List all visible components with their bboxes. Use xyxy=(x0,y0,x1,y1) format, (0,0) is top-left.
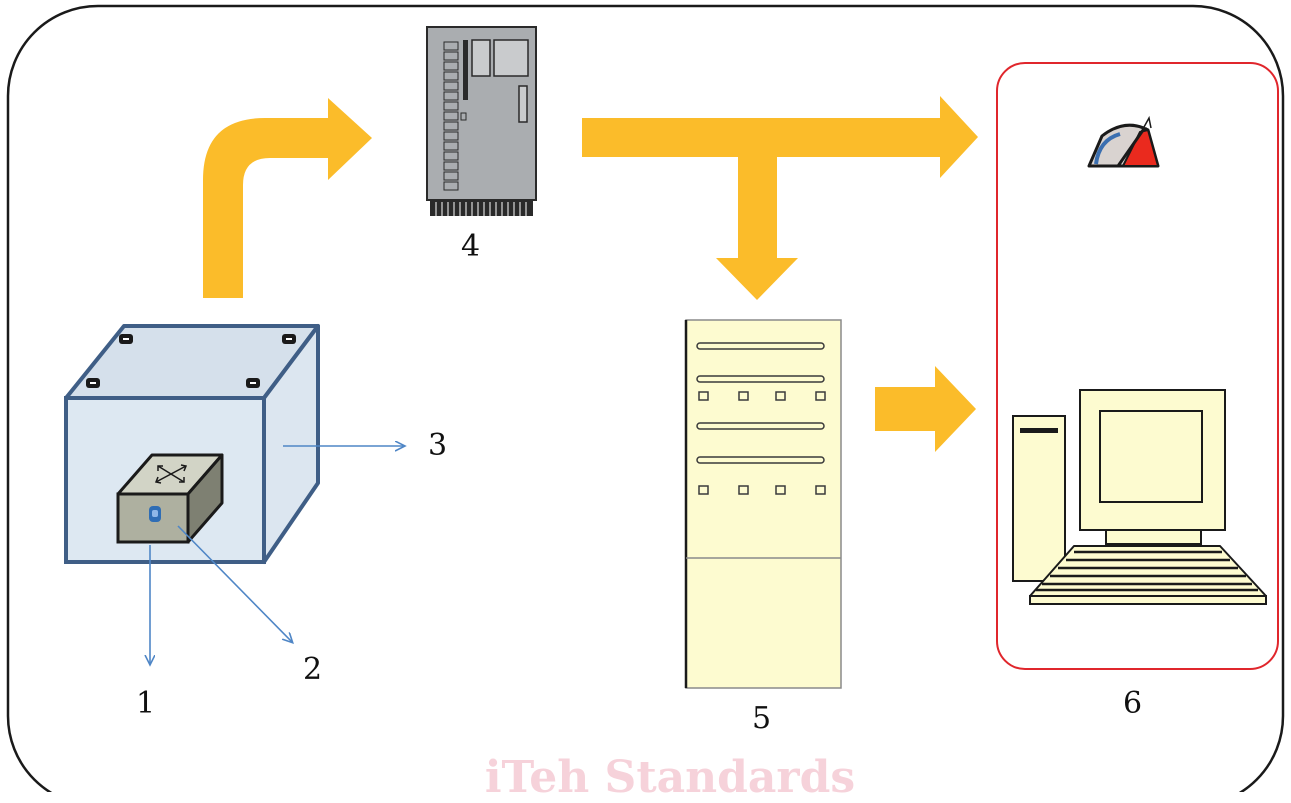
label-1: 1 xyxy=(136,686,156,721)
server-rack-icon xyxy=(684,319,842,689)
flow-arrow-controller-to-display xyxy=(582,96,978,178)
label-4: 4 xyxy=(461,229,481,264)
flow-arrow-enclosure-to-controller xyxy=(203,98,372,298)
enclosure-box-icon xyxy=(64,324,320,564)
outer-frame xyxy=(6,4,1285,803)
label-2: 2 xyxy=(303,652,323,687)
flow-arrow-server-to-computer xyxy=(875,366,976,452)
flow-arrow-controller-to-server xyxy=(716,157,798,300)
gauge-meter-icon xyxy=(1087,115,1160,168)
watermark: iTeh Standards xyxy=(484,752,856,803)
flow-arrows xyxy=(203,96,978,452)
network-switch-icon xyxy=(116,453,224,544)
display-group-frame xyxy=(996,62,1279,670)
pointer-arrows xyxy=(150,446,404,664)
label-5: 5 xyxy=(752,701,772,736)
desktop-computer-icon xyxy=(1012,389,1267,605)
pointer-arrow-2 xyxy=(177,525,292,642)
controller-card-icon xyxy=(426,26,537,216)
label-6: 6 xyxy=(1123,686,1143,721)
label-3: 3 xyxy=(428,428,448,463)
switch-arrows-icon xyxy=(154,464,188,484)
